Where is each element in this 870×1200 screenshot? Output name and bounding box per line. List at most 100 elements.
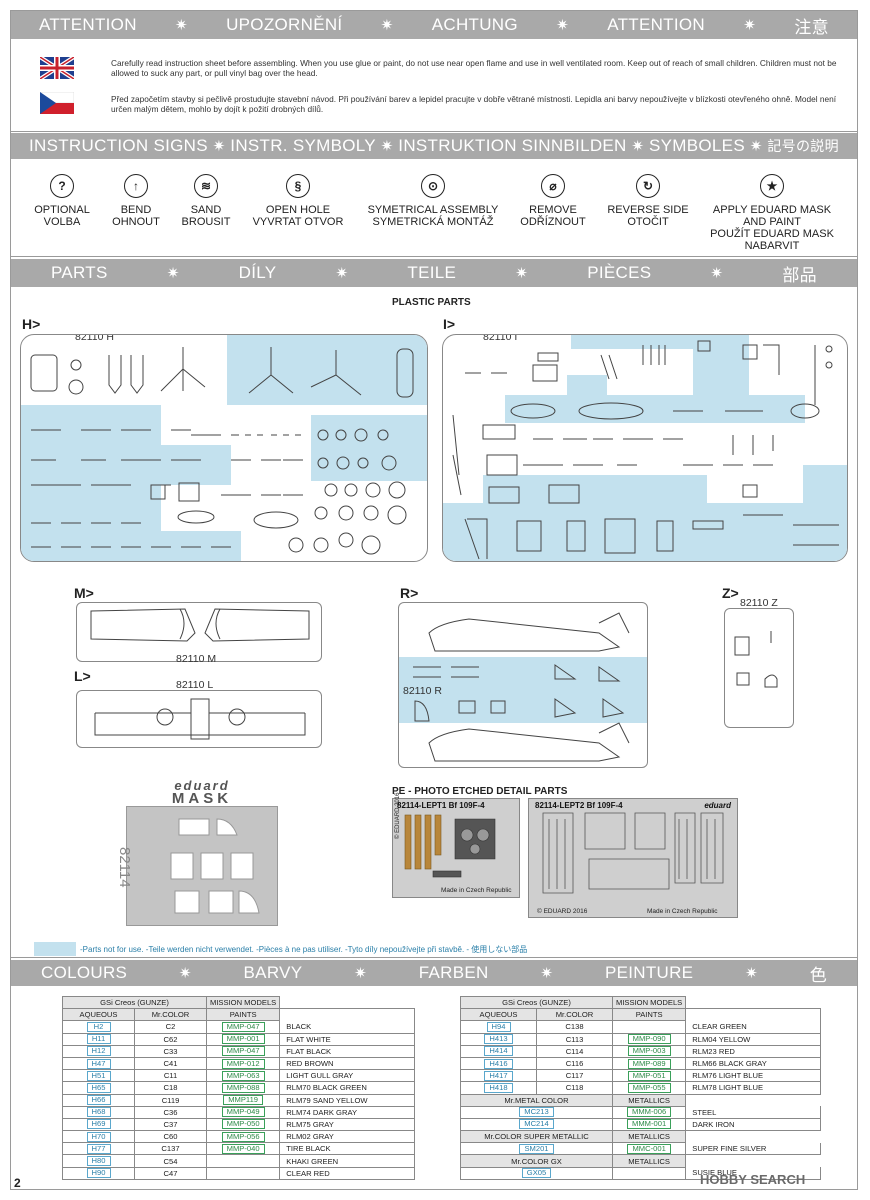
symbol-label: NABARVIT [744,240,800,252]
table-cell: C41 [134,1056,207,1071]
colour-code: MMP-055 [627,1082,671,1093]
star-icon: ✷ [556,17,569,34]
star-icon: ✷ [380,138,394,155]
colour-code: H70 [86,1131,111,1142]
symbol-label: POUŽÍT EDUARD MASK [710,228,834,240]
sprue-code: 82110 M [176,653,217,665]
band-title: FARBEN [418,963,489,982]
colour-code: SM201 [519,1143,554,1154]
band-title: PEINTURE [604,963,694,982]
colours-band: COLOURS ✷ BARVY ✷ FARBEN ✷ PEINTURE ✷ 色 [11,960,857,986]
colour-code: MC214 [519,1119,554,1130]
parts-band: PARTS ✷ DÍLY ✷ TEILE ✷ PIÈCES ✷ 部品 [11,259,857,287]
colour-name: SUPER FINE SILVER [685,1142,822,1156]
colour-name: CLEAR RED [279,1167,416,1180]
star-icon: ✷ [178,965,192,982]
plastic-parts-title: PLASTIC PARTS [392,297,471,308]
section-header: METALLICS [611,1154,687,1168]
colour-name: STEEL [685,1106,822,1119]
colour-name: FLAT WHITE [279,1033,416,1046]
table-cell: H68 [62,1105,135,1119]
colour-code: MMP-056 [221,1131,265,1142]
colour-name: DARK IRON [685,1118,822,1132]
instruction-signs-band: INSTRUCTION SIGNS ✷ INSTR. SYMBOLY ✷ INS… [11,133,857,159]
star-icon: ✷ [749,138,763,155]
colour-code: H417 [484,1070,513,1081]
colour-name: RLM23 RED [685,1045,822,1058]
colour-code: GX05 [521,1168,552,1179]
table-cell: C60 [134,1130,207,1144]
table-cell: MMP-051 [611,1069,687,1083]
divider [11,957,857,958]
table-cell: MMP-040 [205,1142,281,1156]
question-icon: ? [50,174,74,198]
table-cell: C138 [536,1020,613,1034]
colour-code: MMP-089 [627,1058,671,1069]
table-cell [611,1166,687,1180]
pe-fret-brand: eduard [704,801,731,810]
symbol-label: OHNOUT [112,216,160,228]
sand-icon: ≋ [194,174,218,198]
colour-code: MMC-001 [627,1143,671,1154]
table-cell: MMP-003 [611,1044,687,1058]
table-cell: H414 [460,1044,537,1058]
band-title: INSTRUKTION [398,136,517,155]
colour-code: MMP-051 [627,1070,671,1081]
colour-name: BLACK [279,1020,416,1034]
colour-code: H47 [86,1058,111,1069]
table-cell: C37 [134,1117,207,1132]
band-title: 記号の説明 [767,138,839,154]
table-cell: H90 [62,1166,135,1180]
table-cell: H11 [62,1032,135,1046]
sprue-i-parts [452,340,839,560]
mask-cutouts-icon [170,818,260,914]
band-title: 色 [809,965,827,985]
band-title: PIÈCES [587,263,652,282]
colour-code: MMP-040 [221,1143,265,1154]
section-header: Mr.COLOR GX [460,1154,613,1168]
table-spacer [686,1155,821,1167]
colour-code: MMP-001 [221,1034,265,1045]
colour-code: MMP-047 [221,1046,265,1057]
colour-name: RLM74 DARK GRAY [279,1106,416,1119]
symbol-label: BROUSIT [181,216,231,228]
watermark: HOBBY SEARCH [700,1172,806,1187]
pe-parts-icon [404,814,496,878]
band-title: ACHTUNG [431,15,518,34]
table-cell: MMC-001 [611,1142,687,1156]
sprue-code: 82110 L [176,679,214,691]
sprue-z [724,608,794,728]
sprue-l [76,690,322,748]
symbol-label: VYVRTAT OTVOR [252,216,344,228]
wing-part-icon [90,608,310,642]
sprue-z-label: Z> [722,585,739,601]
colour-name: RLM76 LIGHT BLUE [685,1069,822,1083]
sprue-h: 82110 H [20,334,428,562]
sprue-i-label: I> [443,316,456,332]
star-icon: ✷ [745,965,758,982]
colour-name: RLM70 BLACK GREEN [279,1081,416,1095]
table-cell: H12 [62,1044,135,1058]
table-cell: H413 [460,1032,537,1046]
symbol-bend: ↑ BEND OHNOUT [98,174,174,228]
colour-code: MMP-047 [221,1021,265,1032]
star-icon: ✷ [515,265,529,282]
colour-name: TIRE BLACK [279,1142,416,1156]
unused-parts-zone [803,465,847,505]
colour-code: MMP-090 [627,1034,671,1045]
star-icon: ✷ [631,138,645,155]
pe-fret-code: 82114-LEPT2 Bf 109F-4 [535,801,623,810]
colour-table-left: GSi Creos (GUNZE) MISSION MODELS AQUEOUS… [62,995,416,1180]
table-cell: C33 [134,1044,207,1058]
